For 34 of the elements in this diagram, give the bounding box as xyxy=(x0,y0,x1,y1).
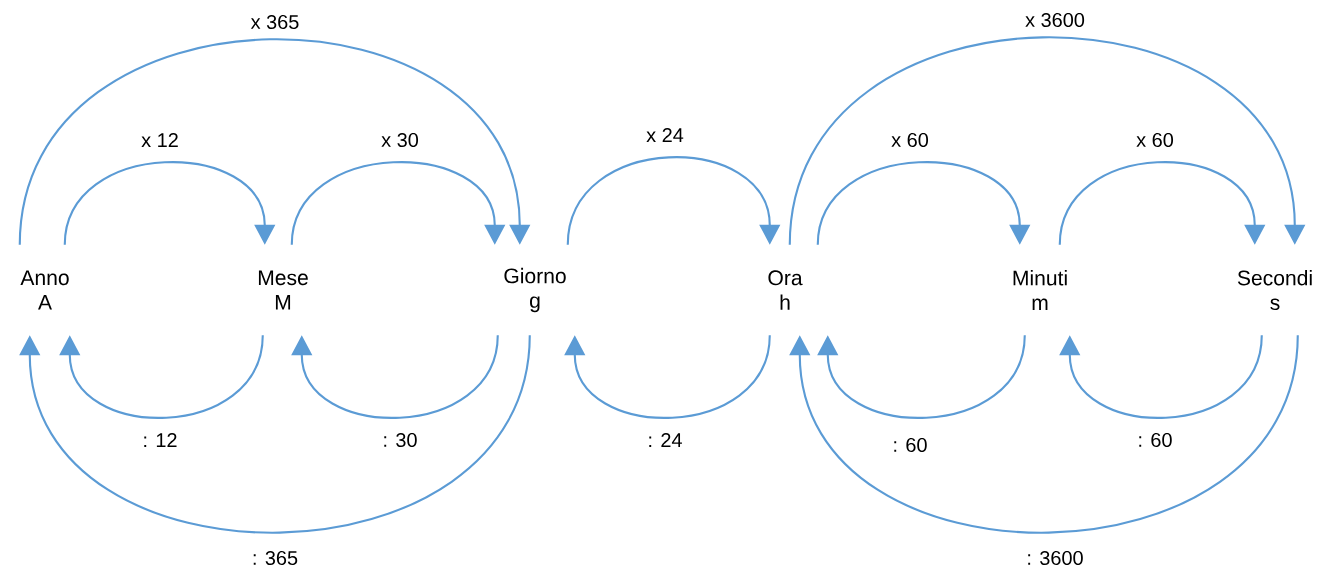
curved-arrow xyxy=(290,161,506,245)
curved-arrow xyxy=(291,335,499,419)
edge-label: : 24 xyxy=(649,433,682,447)
curved-arrow xyxy=(19,335,531,534)
curved-arrow xyxy=(789,335,1299,534)
curved-arrow xyxy=(817,335,1026,419)
edge-label: x 365 xyxy=(250,14,299,30)
edge-label: x 60 xyxy=(1136,132,1174,148)
curved-arrow xyxy=(63,161,276,245)
edge-label: : 30 xyxy=(384,432,417,448)
curved-arrow xyxy=(816,161,1031,245)
edge-label: x 3600 xyxy=(1025,12,1085,28)
curved-arrow xyxy=(1058,161,1266,245)
edge-label: : 3600 xyxy=(1028,550,1083,566)
unit-label: Minuti m xyxy=(1013,270,1067,310)
edge-label: : 12 xyxy=(144,433,177,447)
edge-label: : 60 xyxy=(894,437,927,453)
curved-arrow xyxy=(564,335,771,419)
edge-label: x 24 xyxy=(646,128,684,142)
edge-label: : 365 xyxy=(253,550,298,566)
curved-arrow xyxy=(18,38,531,245)
unit-label: Anno A xyxy=(20,270,69,310)
unit-label: Giorno g xyxy=(504,267,566,313)
unit-label: Secondi s xyxy=(1237,269,1312,311)
edge-label: x 60 xyxy=(891,132,929,148)
curved-arrow xyxy=(59,335,264,419)
curved-arrow xyxy=(566,156,781,245)
edge-label: x 30 xyxy=(381,132,419,148)
edge-label: x 12 xyxy=(141,133,178,147)
curved-arrow xyxy=(1059,335,1263,419)
unit-label: Mese M xyxy=(258,270,308,310)
curved-arrow xyxy=(788,36,1306,245)
edge-label: : 60 xyxy=(1139,432,1172,448)
unit-label: Ora h xyxy=(768,270,803,310)
